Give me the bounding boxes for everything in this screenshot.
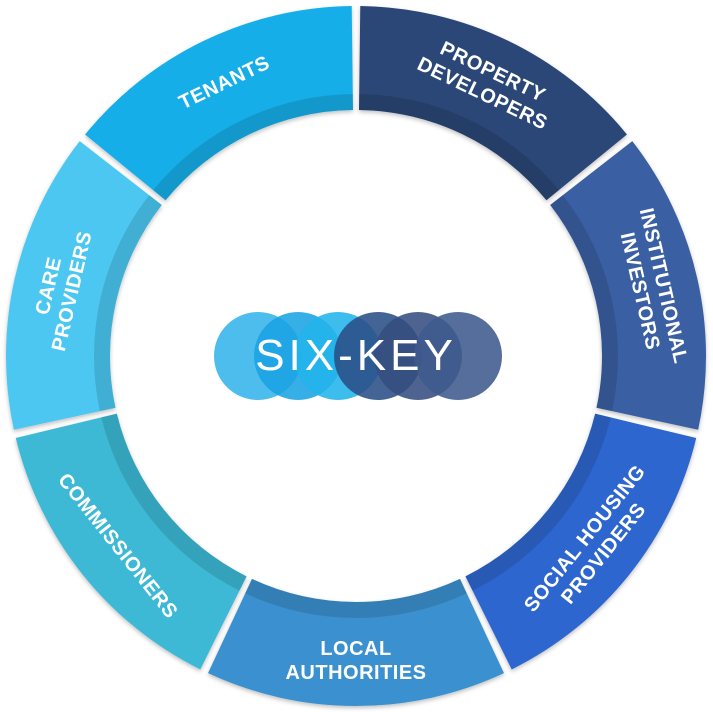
segment-shape-commissioners [15, 413, 247, 670]
segment-shape-local-authorities [208, 578, 504, 706]
logo-circles [214, 312, 502, 400]
segment-shape-social-housing-providers [465, 413, 697, 670]
segment-commissioners: COMMISSIONERS [15, 413, 247, 670]
segment-bevel-tenants [153, 94, 353, 201]
segment-shape-institutional-investors [550, 141, 706, 430]
segment-institutional-investors: INSTITUTIONALINVESTORS [550, 141, 706, 430]
segment-shape-tenants [85, 6, 353, 201]
segment-bevel-commissioners [101, 413, 247, 591]
segment-label-line: LOCAL [320, 638, 391, 660]
logo-circle [414, 312, 502, 400]
segment-shape-care-providers [5, 141, 162, 430]
segment-bevel-institutional-investors [550, 195, 618, 412]
segment-tenants: TENANTS [85, 6, 353, 201]
segment-label-line: AUTHORITIES [285, 662, 426, 684]
segment-bevel-property-developers [359, 94, 559, 201]
segment-social-housing-providers: SOCIAL HOUSINGPROVIDERS [465, 413, 697, 670]
segment-care-providers: CAREPROVIDERS [5, 141, 162, 430]
segment-ring: PROPERTYDEVELOPERSINSTITUTIONALINVESTORS… [5, 6, 706, 706]
segment-property-developers: PROPERTYDEVELOPERS [359, 6, 627, 201]
segment-shape-property-developers [359, 6, 627, 201]
segment-bevel-local-authorities [245, 578, 467, 618]
logo-text: SIX-KEY [255, 331, 457, 380]
segment-bevel-care-providers [94, 195, 162, 412]
six-key-logo: SIX-KEY [214, 312, 502, 400]
segment-bevel-social-housing-providers [465, 413, 611, 591]
